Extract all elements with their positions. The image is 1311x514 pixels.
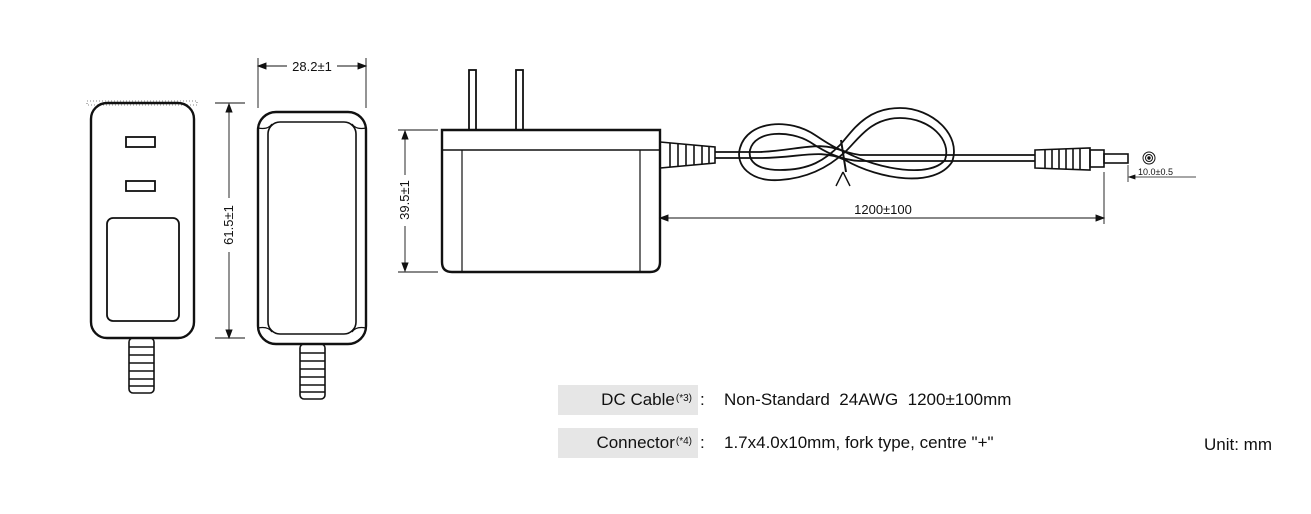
front-height-label: 61.5±1 (221, 205, 236, 245)
unit-label: Unit: mm (1204, 435, 1272, 454)
spec-footnote: (*3) (675, 392, 692, 404)
prong-left (468, 69, 477, 131)
front-view (86, 100, 245, 394)
spec-label: Connector (*4) (558, 428, 698, 458)
spec-colon: : (700, 390, 705, 409)
cable-length-dimension (658, 172, 1106, 224)
dc-connector (1034, 147, 1129, 171)
dc-cable (715, 107, 1035, 187)
plug-slot-bottom (125, 180, 156, 192)
spec-row-dc-cable: DC Cable (*3) : Non-Standard 24AWG 1200±… (558, 385, 1011, 415)
profile-strain-relief (659, 141, 716, 169)
profile-height-dimension (398, 129, 438, 273)
label-area (106, 217, 180, 322)
spec-footnote: (*4) (675, 435, 692, 447)
spec-row-connector: Connector (*4) : 1.7x4.0x10mm, fork type… (558, 428, 994, 458)
profile-view (398, 69, 1196, 274)
profile-height-label: 39.5±1 (397, 180, 412, 220)
spec-value: Non-Standard 24AWG 1200±100mm (724, 390, 1012, 409)
prong-right (515, 69, 524, 131)
connector-length-label: 10.0±0.5 (1138, 167, 1173, 177)
connector-length-dimension (1127, 165, 1196, 182)
side-strain-relief (299, 343, 326, 400)
spec-value: 1.7x4.0x10mm, fork type, centre "+" (724, 433, 994, 452)
side-view (256, 58, 368, 400)
spec-label-text: DC Cable (601, 390, 675, 409)
cable-length-label: 1200±100 (854, 202, 912, 217)
side-width-dimension (256, 58, 368, 108)
plug-slot-top (125, 136, 156, 148)
spec-label-text: Connector (596, 433, 675, 452)
spec-colon: : (700, 433, 705, 452)
spec-label: DC Cable (*3) (558, 385, 698, 415)
front-strain-relief (128, 337, 155, 394)
connector-end-icon (1142, 151, 1156, 165)
side-width-label: 28.2±1 (292, 59, 332, 74)
front-height-dimension (215, 102, 245, 340)
